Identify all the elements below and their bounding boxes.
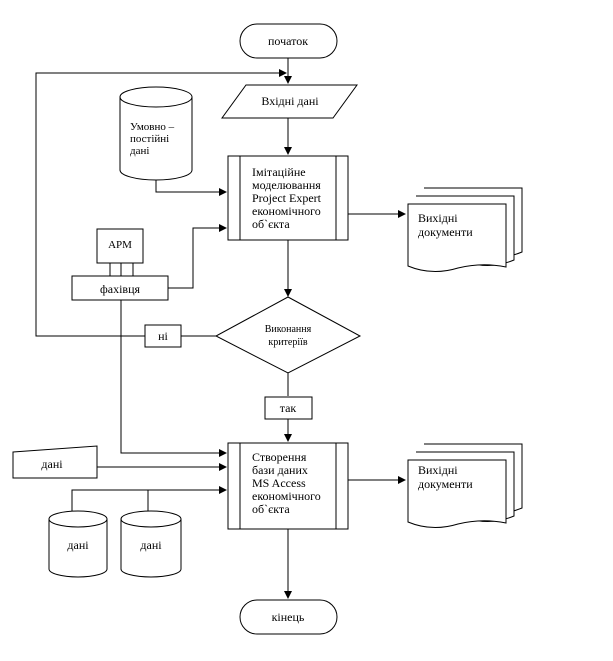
manual-data-label: дані — [41, 457, 63, 471]
database-label-3: MS Access — [252, 476, 306, 490]
output-docs-2-label-1: Вихідні — [418, 463, 458, 477]
db-cylinders-connector — [71, 489, 148, 511]
conditional-data-cylinder — [119, 86, 193, 181]
db-cylinder-2 — [120, 510, 182, 578]
output-docs-1-label-1: Вихідні — [418, 211, 458, 225]
conditional-data-label-2: постійні — [130, 133, 169, 145]
db-data-2-label: дані — [140, 538, 162, 552]
output-documents-2 — [407, 443, 523, 528]
end-label: кінець — [272, 610, 305, 624]
database-label-2: бази даних — [252, 463, 308, 477]
arrow-workstation-to-simulation — [168, 224, 227, 289]
no-label-box — [144, 324, 182, 348]
output-documents-1 — [407, 187, 523, 272]
start-label: початок — [268, 34, 308, 48]
input-data-label: Вхідні дані — [261, 94, 319, 108]
conditional-data-label-1: Умовно – — [130, 121, 175, 133]
db-data-1-label: дані — [67, 538, 89, 552]
criteria-label-1: Виконання — [265, 324, 312, 335]
loop-back-line — [35, 69, 287, 337]
simulation-label-3: Project Expert — [252, 191, 322, 205]
end-terminator — [239, 599, 338, 635]
yes-label: так — [280, 401, 297, 415]
input-data-parallelogram — [221, 84, 358, 119]
db-cylinder-1 — [48, 510, 108, 578]
manual-data-box — [12, 445, 98, 479]
database-label-4: економічного — [252, 489, 321, 503]
criteria-label-2: критеріїв — [268, 337, 308, 348]
simulation-label-4: економічного — [252, 204, 321, 218]
simulation-label-1: Імітаційне — [252, 165, 306, 179]
output-docs-2-label-2: документи — [418, 477, 473, 491]
output-docs-1-label-2: документи — [418, 225, 473, 239]
database-process-box — [227, 442, 349, 530]
conditional-data-label-3: дані — [130, 145, 149, 157]
specialist-label: фахівця — [100, 282, 141, 296]
simulation-process-box — [227, 155, 349, 241]
arrow-specialist-to-database — [120, 300, 227, 457]
no-label: ні — [158, 329, 168, 343]
workstation-label: АРМ — [108, 239, 132, 251]
criteria-decision-diamond — [214, 296, 362, 374]
simulation-label-2: моделювання — [252, 178, 321, 192]
arrow-conditional-to-simulation — [155, 180, 227, 196]
database-label-1: Створення — [252, 450, 307, 464]
database-label-5: об`єкта — [252, 502, 290, 516]
simulation-label-5: об`єкта — [252, 217, 290, 231]
